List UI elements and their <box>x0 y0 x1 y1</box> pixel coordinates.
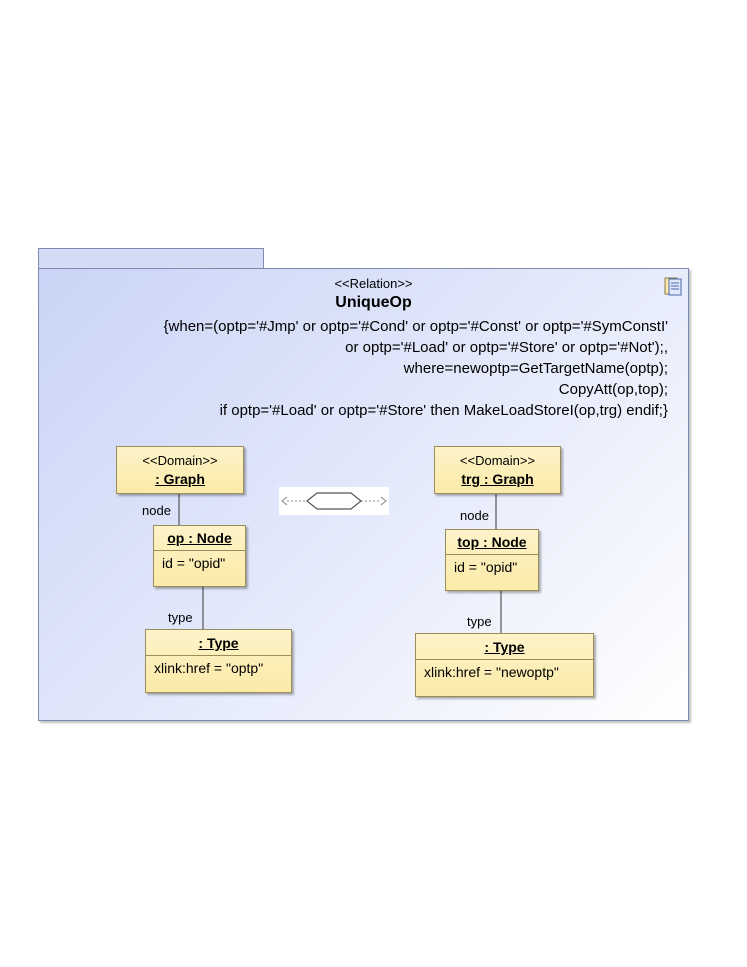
right-node-role: node <box>460 508 489 523</box>
left-type-role: type <box>168 610 193 625</box>
right-node-box[interactable]: top : Node id = "opid" <box>445 529 539 591</box>
right-node-attr: id = "opid" <box>454 559 518 575</box>
left-graph-name: : Graph <box>155 471 205 487</box>
constraint-line-4: CopyAtt(op,top); <box>558 381 668 398</box>
right-node-name: top : Node <box>457 534 527 550</box>
constraint-line-2: or optp='#Load' or optp='#Store' or optp… <box>345 339 668 356</box>
left-type-box[interactable]: : Type xlink:href = "optp" <box>145 629 292 693</box>
left-node-attr: id = "opid" <box>162 555 226 571</box>
left-node-role: node <box>142 503 171 518</box>
right-type-name: : Type <box>484 639 525 655</box>
package-tab <box>38 248 264 268</box>
right-graph-box[interactable]: <<Domain>> trg : Graph <box>434 446 561 494</box>
left-type-attr: xlink:href = "optp" <box>154 660 264 676</box>
right-graph-name: trg : Graph <box>461 471 534 487</box>
left-node-name: op : Node <box>167 530 232 546</box>
left-node-box[interactable]: op : Node id = "opid" <box>153 525 246 587</box>
right-type-attr: xlink:href = "newoptp" <box>424 664 559 680</box>
relation-stereotype: <<Relation>> <box>334 276 413 291</box>
right-domain-stereotype: <<Domain>> <box>459 453 536 468</box>
right-type-box[interactable]: : Type xlink:href = "newoptp" <box>415 633 594 697</box>
left-domain-stereotype: <<Domain>> <box>142 453 218 468</box>
left-graph-box[interactable]: <<Domain>> : Graph <box>116 446 244 494</box>
constraint-line-5: if optp='#Load' or optp='#Store' then Ma… <box>219 402 668 419</box>
document-icon <box>664 277 682 296</box>
constraint-line-3: where=newoptp=GetTargetName(optp); <box>403 360 668 377</box>
right-type-role: type <box>467 614 492 629</box>
constraint-line-1: {when=(optp='#Jmp' or optp='#Cond' or op… <box>163 318 668 335</box>
left-type-name: : Type <box>198 635 239 651</box>
relation-hexagon-icon <box>279 487 389 515</box>
relation-name: UniqueOp <box>335 294 412 311</box>
